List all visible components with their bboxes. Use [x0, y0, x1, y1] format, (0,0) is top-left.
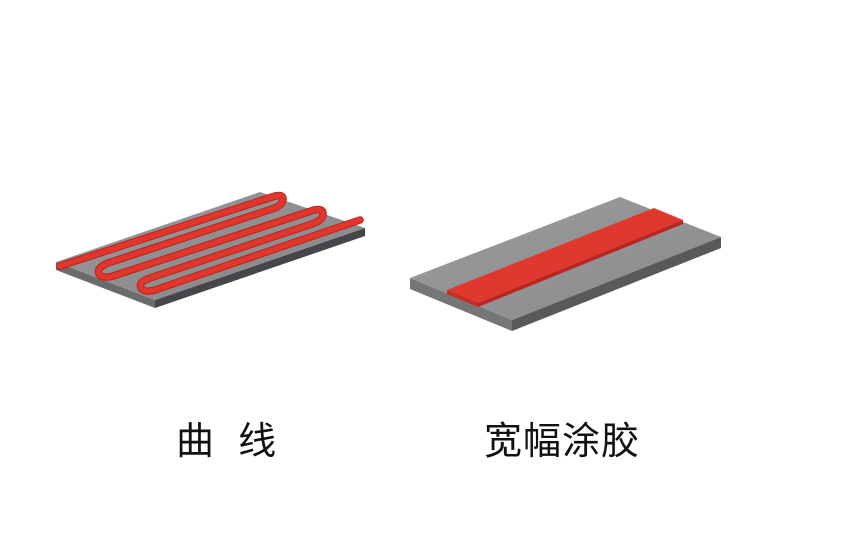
- wide-adhesive-strip: [447, 208, 683, 303]
- adhesive-strip-side: [478, 220, 683, 307]
- curve-plate-illustration: [56, 191, 365, 308]
- bead-end: [355, 217, 363, 223]
- serpentine-adhesive-bead-highlight: [57, 192, 363, 294]
- wide-coating-plate-illustration: [410, 197, 721, 331]
- caption-wide-coating: 宽幅涂胶: [484, 419, 641, 463]
- plate-front-face: [410, 278, 512, 331]
- adhesive-strip-end: [447, 290, 478, 307]
- caption-curve: 曲 线: [176, 419, 278, 463]
- plate-side-face: [512, 237, 721, 331]
- plate-side-face: [155, 228, 365, 308]
- plate-front-face: [56, 262, 155, 308]
